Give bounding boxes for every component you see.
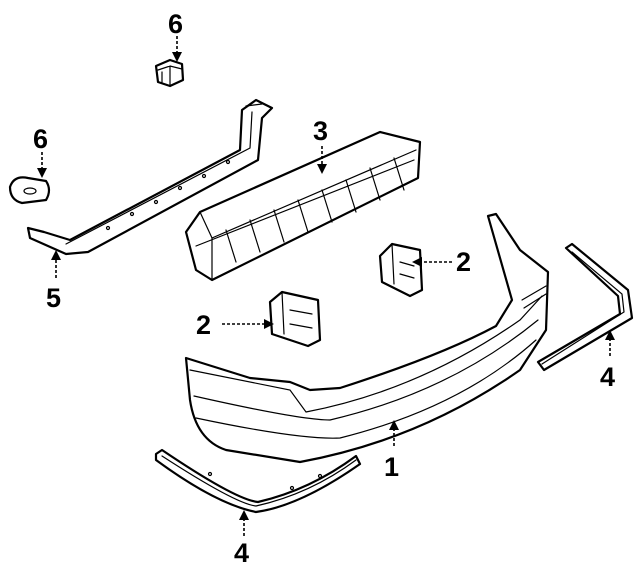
callout-6-left: 6 [33, 124, 48, 154]
part-1-bumper-cover [184, 212, 550, 464]
callout-4-lower: 4 [234, 538, 249, 568]
part-6-clip-left [8, 176, 51, 205]
part-6-clip-upper [154, 58, 185, 88]
part-4-molding-lower [154, 448, 362, 514]
part-3-energy-absorber [184, 130, 422, 282]
part-4-molding-right [536, 242, 634, 372]
leader-3 [317, 146, 327, 174]
leader-4-lower [239, 510, 249, 536]
leader-2-right [412, 257, 452, 267]
callout-2-right: 2 [456, 247, 471, 277]
callout-1: 1 [384, 452, 399, 482]
part-2-bracket-left [268, 290, 322, 348]
callout-3: 3 [313, 116, 328, 146]
callout-5: 5 [46, 283, 61, 313]
part-2-bracket-right [378, 242, 424, 298]
leader-4-right [605, 330, 615, 356]
part-5-bumper-bracket [26, 98, 274, 256]
callout-6-upper: 6 [168, 9, 183, 39]
leader-6-upper [172, 36, 182, 62]
leader-6-left [37, 152, 47, 178]
leader-5 [51, 250, 61, 278]
callout-2-left: 2 [196, 310, 211, 340]
callout-4-right: 4 [600, 362, 615, 392]
leader-2-left [222, 319, 274, 329]
leader-1 [389, 420, 399, 446]
